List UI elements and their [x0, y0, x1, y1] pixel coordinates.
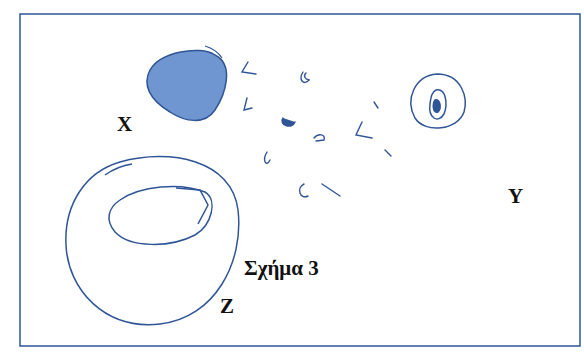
filled-organelle: [147, 50, 227, 120]
part-label: X: [117, 114, 132, 135]
part-label: Z: [220, 296, 234, 317]
small-particles: [242, 62, 391, 197]
stroke: [205, 46, 222, 58]
round-organelle: [411, 74, 465, 128]
frame: [20, 14, 580, 346]
part-label: Y: [508, 186, 523, 207]
figure-caption: Σχήμα 3: [244, 258, 319, 279]
large-organelle: [66, 157, 239, 325]
